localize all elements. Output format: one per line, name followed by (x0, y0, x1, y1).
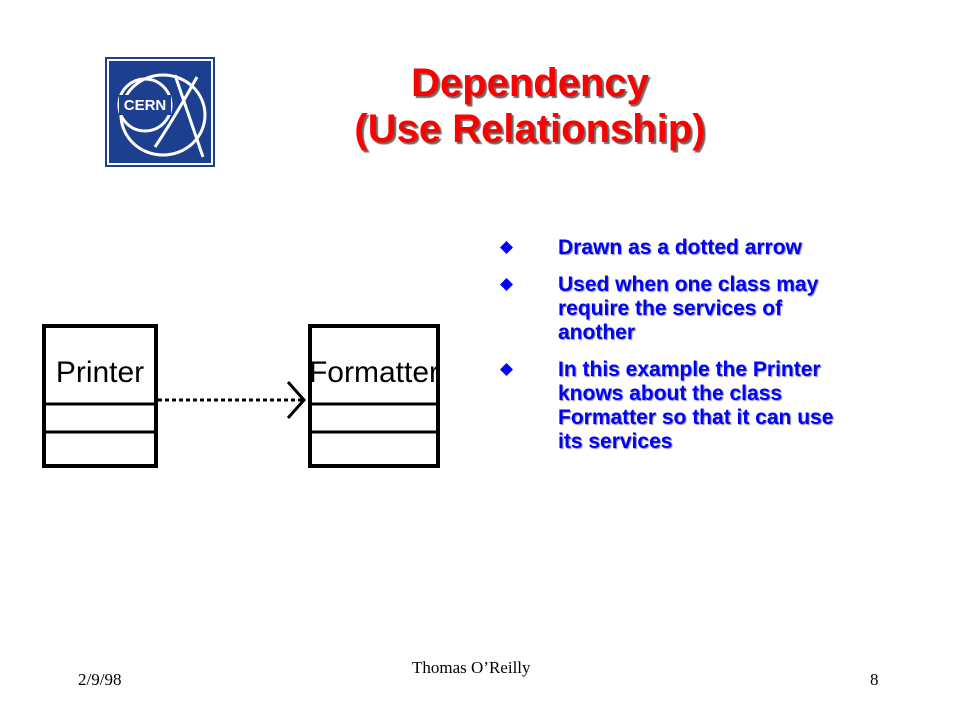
diamond-bullet-icon (500, 241, 513, 254)
class-box-printer: Printer (42, 324, 158, 468)
title-line-1: Dependency (411, 61, 649, 105)
bullet-text: In this example the Printer knows about … (558, 358, 834, 453)
uml-diagram: Printer Formatter (40, 320, 450, 480)
page-number: 8 (870, 670, 879, 689)
class-name-printer: Printer (56, 356, 144, 389)
class-box-formatter: Formatter (308, 324, 440, 468)
bullet-item: Drawn as a dotted arrow (496, 236, 856, 260)
bullet-item: In this example the Printer knows about … (496, 358, 856, 454)
dependency-arrow (158, 381, 307, 419)
bullet-item: Used when one class may require the serv… (496, 273, 856, 345)
title-line-2: (Use Relationship) (354, 107, 706, 151)
footer-author: Thomas O’Reilly (412, 658, 531, 677)
diamond-bullet-icon (500, 363, 513, 376)
footer-date: 2/9/98 (78, 670, 122, 689)
cern-logo: CERN (105, 57, 215, 167)
diamond-bullet-icon (500, 278, 513, 291)
slide-title: Dependency (Use Relationship) (260, 60, 800, 152)
bullet-text: Used when one class may require the serv… (558, 273, 819, 344)
bullet-list: Drawn as a dotted arrow Used when one cl… (496, 236, 856, 467)
class-name-formatter: Formatter (309, 356, 439, 389)
cern-logo-graphic: CERN (105, 57, 215, 167)
logo-text: CERN (124, 97, 167, 114)
bullet-text: Drawn as a dotted arrow (558, 236, 802, 259)
